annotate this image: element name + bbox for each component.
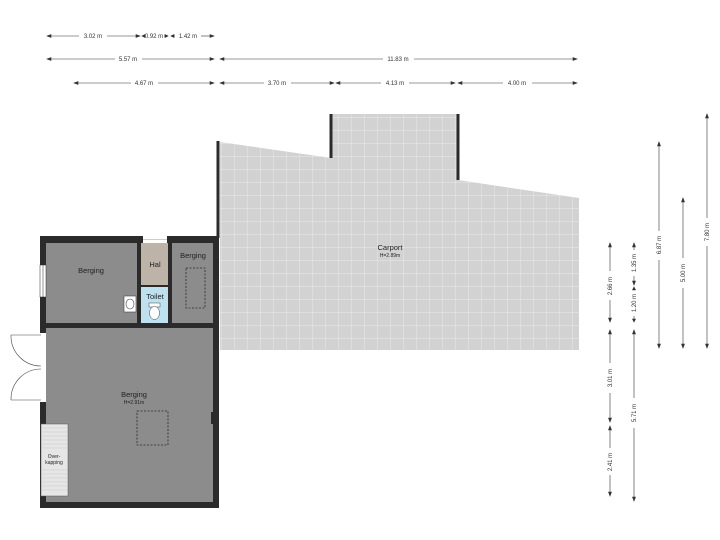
sink-icon [123, 295, 137, 313]
label-berging-main: Berging [121, 390, 147, 399]
dim-v-1: 2.66 m [608, 277, 614, 295]
label-carport: Carport [377, 243, 403, 252]
dim-row2-1: 5.57 m [119, 57, 137, 63]
dim-v-3: 1.20 m [632, 294, 638, 312]
dim-row2-2: 11.83 m [387, 57, 408, 63]
dim-v-2: 1.35 m [632, 254, 638, 272]
dim-row3-3: 4.13 m [386, 81, 404, 87]
room-berging-main [46, 328, 213, 502]
overkapping-hatch [41, 427, 68, 491]
label-overkapping-1: Over- [48, 454, 61, 460]
carport-area [220, 114, 579, 350]
dim-row1-3: 1.42 m [179, 34, 197, 40]
label-carport-height: H=2.89m [380, 253, 400, 259]
label-berging-left: Berging [78, 266, 104, 275]
dim-v-5: 2.41 m [608, 453, 614, 471]
dimension-lines-vertical [608, 113, 709, 502]
toilet-icon [148, 302, 161, 320]
label-berging-right: Berging [180, 251, 206, 260]
dim-row1-2: 0.92 m [145, 34, 163, 40]
dim-row3-2: 3.70 m [268, 81, 286, 87]
door-opening [40, 333, 46, 402]
dim-v-6: 5.71 m [632, 404, 638, 422]
label-overkapping-2: kapping [45, 460, 63, 466]
room-hal [141, 243, 168, 285]
dimension-lines-horizontal [46, 34, 578, 85]
dim-v-8: 5.00 m [681, 264, 687, 282]
label-toilet: Toilet [146, 292, 164, 301]
dim-v-4: 3.01 m [608, 369, 614, 387]
label-hal: Hal [149, 260, 161, 269]
room-berging-right [172, 243, 213, 323]
label-berging-main-height: H=2.91m [124, 400, 144, 406]
loft-hatch-icon [136, 410, 169, 446]
hatch-berging-right-icon [185, 267, 206, 309]
dim-v-9: 7.80 m [705, 223, 711, 241]
room-berging-left [46, 243, 137, 323]
dim-row3-1: 4.67 m [135, 81, 153, 87]
door-swing-icon [10, 334, 42, 401]
dim-row3-4: 4.00 m [508, 81, 526, 87]
dim-row1-1: 3.02 m [84, 34, 102, 40]
dim-v-7: 6.87 m [657, 236, 663, 254]
